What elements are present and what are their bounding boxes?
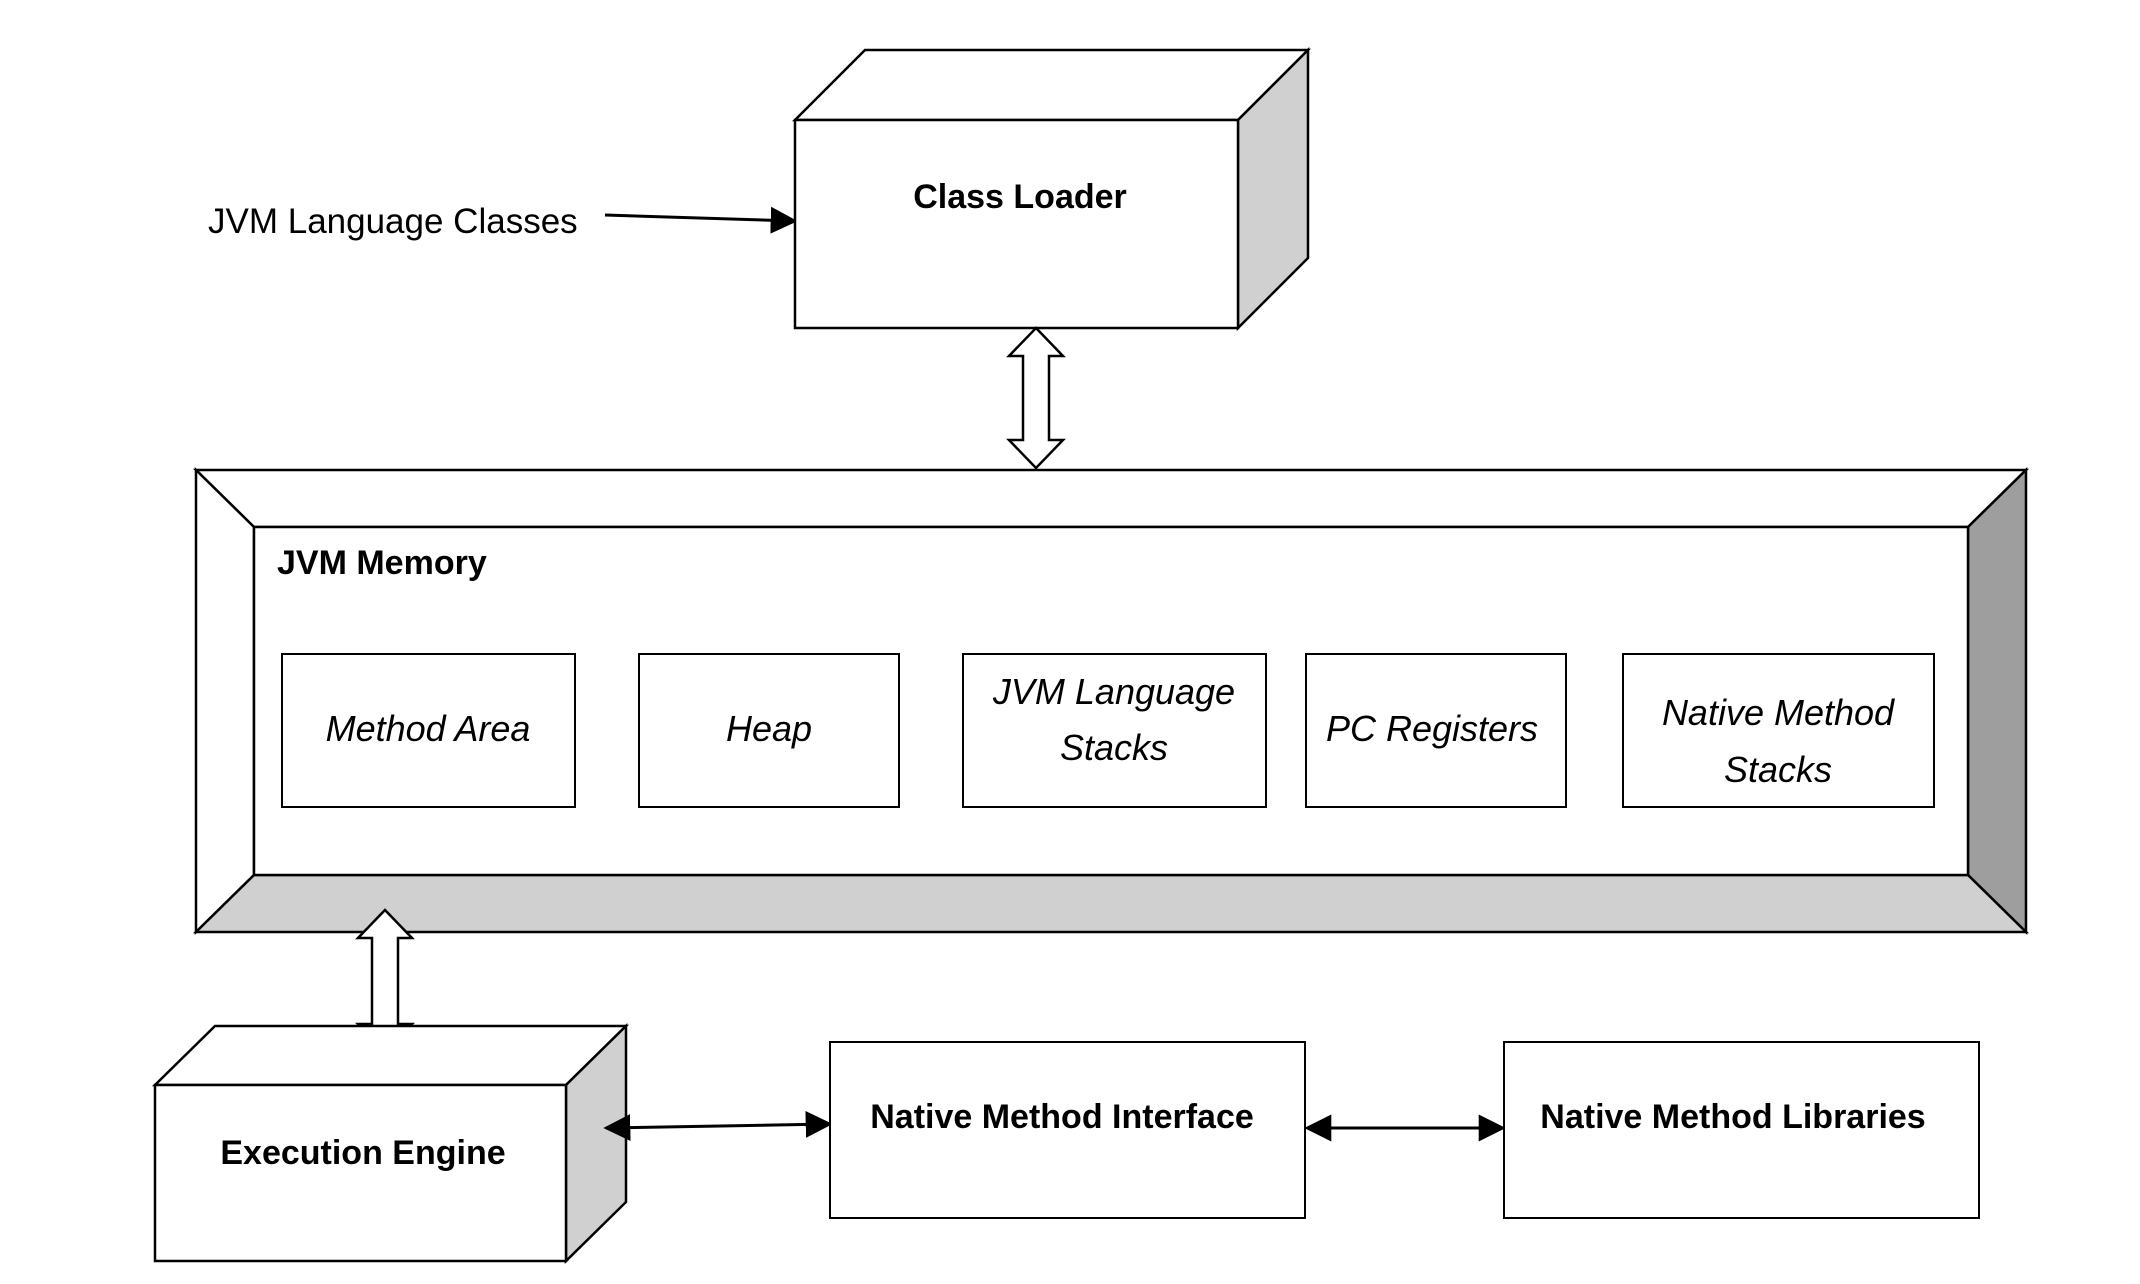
native-method-interface-label: Native Method Interface <box>870 1098 1254 1136</box>
jvm-memory-title: JVM Memory <box>277 544 487 582</box>
engine-interface-arrow <box>603 1110 833 1142</box>
input-arrow <box>604 206 798 234</box>
memory-area-label: Stacks <box>1724 749 1832 790</box>
memory-area-label: JVM Language <box>992 671 1235 712</box>
memory-area-pc-registers: PC Registers <box>1305 653 1567 808</box>
execution-engine-box: Execution Engine <box>151 1023 630 1264</box>
class-loader-label: Class Loader <box>913 178 1127 216</box>
class-loader-box: Class Loader <box>791 46 1312 332</box>
native-method-libraries-label: Native Method Libraries <box>1540 1098 1925 1136</box>
memory-area-label: Heap <box>726 708 812 749</box>
memory-area-native-method-stacks: Native Method Stacks <box>1622 653 1935 808</box>
memory-area-heap: Heap <box>638 653 900 808</box>
execution-engine-label: Execution Engine <box>220 1134 505 1172</box>
memory-area-label: Method Area <box>326 708 531 749</box>
native-method-libraries-box: Native Method Libraries <box>1503 1041 1980 1219</box>
classloader-memory-double-arrow <box>1006 326 1066 470</box>
memory-area-method-area: Method Area <box>281 653 576 808</box>
memory-area-label: Stacks <box>1060 727 1168 768</box>
memory-area-label: PC Registers <box>1326 708 1538 749</box>
native-method-interface-box: Native Method Interface <box>829 1041 1306 1219</box>
memory-area-label: Native Method <box>1662 692 1895 733</box>
memory-area-jvm-language-stacks: JVM Language Stacks <box>962 653 1267 808</box>
input-label: JVM Language Classes <box>208 202 578 241</box>
